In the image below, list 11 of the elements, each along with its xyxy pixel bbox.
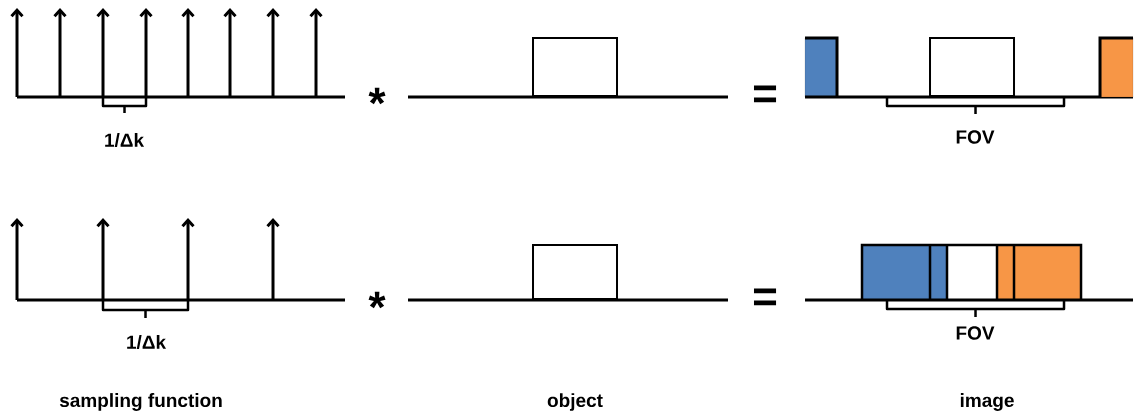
panel-caption: image (960, 393, 1014, 411)
panel-caption: object (547, 393, 603, 411)
spacing-label: 1/Δk (105, 132, 145, 148)
fov-label: FOV (956, 326, 995, 340)
fov-label: FOV (956, 130, 995, 144)
panel-caption: sampling function (59, 393, 222, 411)
operator-symbol: = (754, 85, 777, 103)
operator-symbol: = (754, 288, 777, 306)
spacing-label: 1/Δk (127, 334, 167, 350)
operator-symbol: * (368, 291, 386, 309)
operator-symbol: * (368, 87, 386, 105)
